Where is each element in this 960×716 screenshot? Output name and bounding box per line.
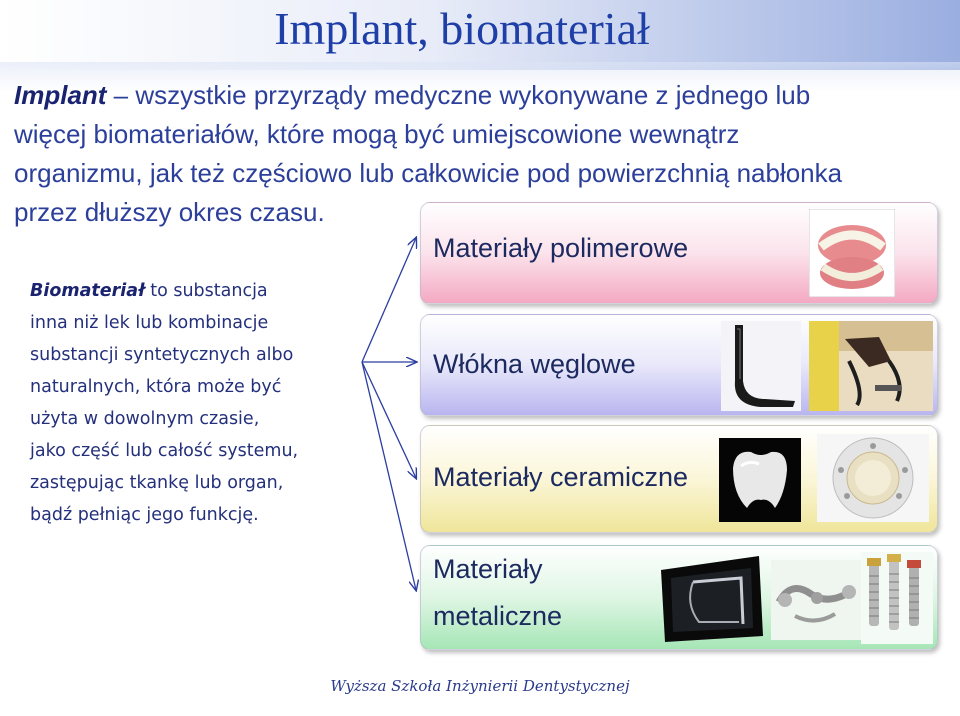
arrow-to-metal (361, 361, 416, 590)
metal-materials-label-line2: metaliczne (433, 601, 563, 631)
implant-term: Implant (14, 80, 107, 110)
bio-line-4: naturalnych, która może być (30, 377, 282, 397)
biomaterial-definition: Biomateriał to substancja inna niż lek l… (30, 275, 360, 531)
bio-line-3: substancji syntetycznych albo (30, 345, 294, 365)
polymer-materials-label: Materiały polimerowe (433, 233, 689, 263)
running-blade-athlete-image (809, 321, 933, 411)
bio-line-8: bądź pełniąc jego funkcję. (30, 505, 259, 525)
bio-line-7: zastępując tkankę lub organ, (30, 473, 284, 493)
bio-line-5: użyta w dowolnym czasie, (30, 409, 260, 429)
ceramic-disc-implant-image (817, 434, 929, 522)
ceramic-crown-image (719, 438, 801, 522)
polymer-materials-box: Materiały polimerowe (420, 202, 938, 304)
slide-title: Implant, biomateriał (274, 3, 650, 54)
bio-line-1: to substancja (144, 281, 268, 301)
implant-definition: Implant – wszystkie przyrządy medyczne w… (14, 76, 944, 232)
intro-line-3: organizmu, jak też częściowo lub całkowi… (14, 158, 843, 188)
ceramic-materials-label: Materiały ceramiczne (433, 462, 689, 492)
intro-line-2: więcej biomateriałów, które mogą być umi… (14, 119, 740, 149)
intro-line-1: – wszystkie przyrządy medyczne wykonywan… (106, 80, 811, 110)
carbon-fibers-label: Włókna węglowe (433, 349, 636, 379)
denture-image (809, 209, 895, 297)
metal-materials-label-line1: Materiały (433, 554, 543, 584)
header-band (0, 0, 960, 92)
bio-line-6: jako część lub całość systemu, (30, 441, 299, 461)
ceramic-materials-box: Materiały ceramiczne (420, 425, 938, 533)
footer-institution: Wyższa Szkoła Inżynierii Dentystycznej (330, 677, 630, 695)
arrow-to-ceramic (361, 361, 416, 478)
metal-mesh-image (661, 556, 763, 642)
bio-line-2: inna niż lek lub kombinacje (30, 313, 269, 333)
intro-line-4: przez dłuższy okres czasu. (14, 197, 325, 227)
metal-materials-box: Materiały metaliczne (420, 545, 938, 650)
biomaterial-term: Biomateriał (30, 281, 145, 301)
carbon-fiber-prosthesis-image (721, 321, 801, 411)
metal-framework-image (771, 560, 861, 640)
dental-implant-screws-image (861, 552, 933, 644)
arrow-to-polymer (361, 238, 416, 363)
carbon-fibers-box: Włókna węglowe (420, 314, 938, 416)
